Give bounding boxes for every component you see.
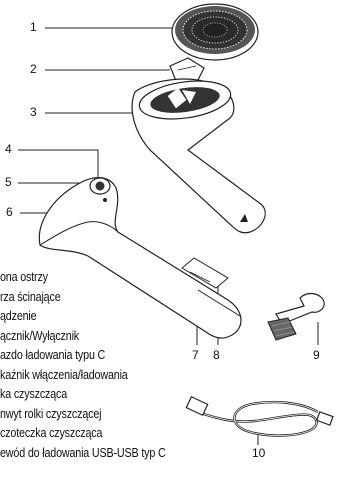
legend-item-4: ącznik/Wyłącznik bbox=[0, 329, 79, 343]
usb-cable bbox=[186, 397, 333, 436]
callout-2: 2 bbox=[30, 62, 37, 76]
legend-item-3: ądzenie bbox=[0, 309, 36, 323]
callout-10: 10 bbox=[252, 446, 265, 460]
legend-item-9: czoteczka czyszcząca bbox=[0, 426, 102, 440]
cleaning-brush bbox=[268, 294, 324, 341]
callout-7: 7 bbox=[192, 348, 199, 362]
legend-item-2: rza ścinające bbox=[0, 290, 61, 304]
legend-item-5: azdo ładowania typu C bbox=[0, 348, 105, 362]
device-body-top bbox=[132, 76, 265, 233]
callout-4: 4 bbox=[5, 142, 12, 156]
legend-item-7: ka czyszcząca bbox=[0, 387, 67, 401]
legend-item-10: ewód do ładowania USB-USB typ C bbox=[0, 446, 166, 460]
callout-3: 3 bbox=[30, 105, 37, 119]
blade-cover bbox=[172, 4, 258, 60]
callout-5: 5 bbox=[5, 175, 12, 189]
legend-item-8: nwyt rolki czyszczącej bbox=[0, 407, 101, 421]
leader-line-4 bbox=[18, 150, 98, 178]
callout-9: 9 bbox=[313, 348, 320, 362]
callout-6: 6 bbox=[6, 205, 13, 219]
legend-item-6: kaźnik włączenia/ładowania bbox=[0, 368, 128, 382]
callout-1: 1 bbox=[30, 20, 37, 34]
callout-8: 8 bbox=[213, 348, 220, 362]
legend-item-1: ona ostrzy bbox=[0, 270, 48, 284]
